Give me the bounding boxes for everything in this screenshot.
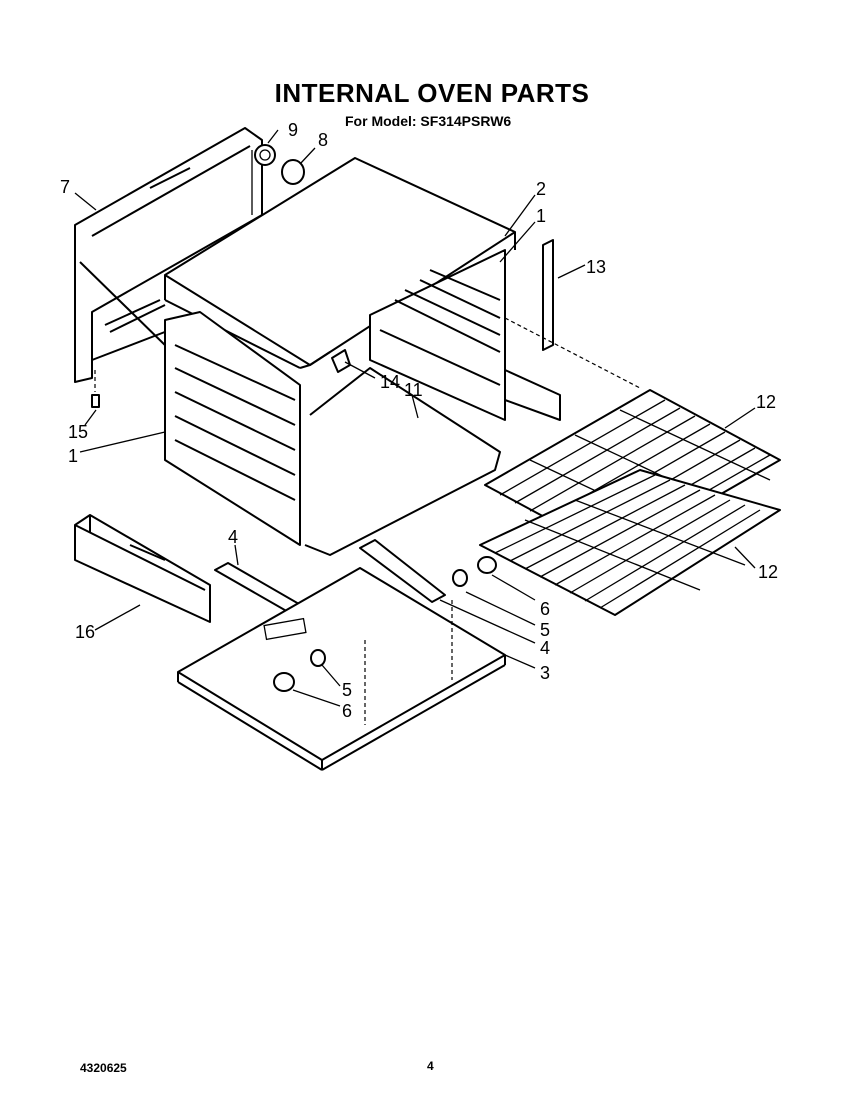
callout-13: 13	[586, 257, 606, 277]
part-5-connector-right	[452, 569, 468, 587]
part-3-bottom-tray	[177, 567, 506, 771]
alignment-lines	[94, 317, 641, 725]
leader-lines	[74, 129, 756, 707]
callout-8: 8	[318, 130, 328, 150]
callout-5-left: 5	[342, 680, 352, 700]
part-11-oven-bottom	[304, 367, 501, 556]
part-16-front-trim	[74, 514, 211, 623]
part-8-light-bulb	[281, 159, 305, 185]
part-1-right-side-panel	[369, 249, 561, 421]
callout-6-right: 6	[540, 599, 550, 619]
callout-2: 2	[536, 179, 546, 199]
document-number: 4320625	[80, 1061, 127, 1075]
part-1-left-side-panel	[104, 299, 301, 546]
part-2-oven-top	[164, 157, 516, 369]
callout-14: 14	[380, 372, 400, 392]
callout-16: 16	[75, 622, 95, 642]
part-9-light-socket	[254, 144, 276, 166]
part-6-knob-right	[477, 556, 497, 574]
part-15-screw	[91, 394, 100, 408]
callout-11: 11	[404, 380, 423, 400]
part-5-connector-left	[310, 649, 326, 667]
callout-4-top: 4	[228, 527, 238, 547]
page-title: INTERNAL OVEN PARTS	[274, 78, 590, 108]
part-14-clip	[331, 349, 351, 373]
callout-4-bottom: 4	[540, 638, 550, 658]
callout-1-right: 1	[536, 206, 546, 226]
callout-9: 9	[288, 120, 298, 140]
callout-3: 3	[540, 663, 550, 683]
callout-12-lower: 12	[758, 562, 778, 582]
page-number: 4	[427, 1059, 434, 1073]
callout-6-left: 6	[342, 701, 352, 721]
part-12-lower-rack	[479, 469, 781, 616]
callout-5-right: 5	[540, 620, 550, 640]
callout-15: 15	[68, 422, 88, 442]
part-7-rear-panel	[74, 127, 263, 383]
part-13-bracket	[542, 239, 554, 351]
callout-1-left: 1	[68, 446, 78, 466]
model-subtitle: For Model: SF314PSRW6	[345, 113, 512, 129]
callout-12-upper: 12	[756, 392, 776, 412]
part-6-knob-left	[273, 672, 295, 692]
callout-7: 7	[60, 177, 70, 197]
